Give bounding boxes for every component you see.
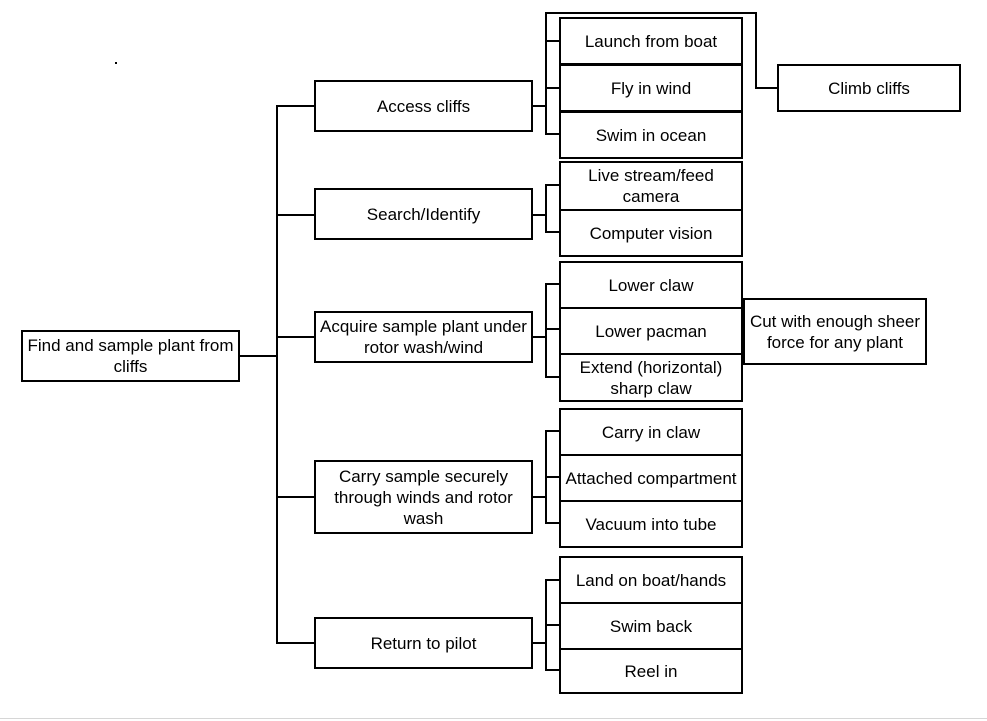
option-label: Cut with enough sheer force for any plan… — [749, 311, 921, 352]
option-computer-vision: Computer vision — [559, 209, 743, 257]
option-label: Live stream/feed camera — [588, 166, 714, 206]
option-label: Computer vision — [589, 223, 713, 243]
function-label: Carry sample securely through winds and … — [334, 466, 513, 528]
option-extend-sharp-claw: Extend (horizontal) sharp claw — [559, 353, 743, 402]
option-label: Vacuum into tube — [585, 514, 717, 534]
option-label: Launch from boat — [584, 31, 718, 51]
option-launch-from-boat: Launch from boat — [559, 17, 743, 65]
function-acquire-sample: Acquire sample plant under rotor wash/wi… — [314, 311, 533, 363]
option-reel-in: Reel in — [559, 648, 743, 694]
function-label: Acquire sample plant under rotor wash/wi… — [320, 317, 527, 357]
option-swim-in-ocean: Swim in ocean — [559, 111, 743, 159]
function-return-to-pilot: Return to pilot — [314, 617, 533, 669]
option-label: Fly in wind — [610, 78, 692, 98]
option-cut-with-sheer-force: Cut with enough sheer force for any plan… — [743, 298, 927, 365]
option-lower-pacman: Lower pacman — [559, 307, 743, 355]
option-climb-cliffs: Climb cliffs — [777, 64, 961, 112]
option-live-stream-camera: Live stream/feed camera — [559, 161, 743, 211]
option-label: Land on boat/hands — [575, 570, 727, 590]
option-label: Lower claw — [608, 275, 694, 295]
option-carry-in-claw: Carry in claw — [559, 408, 743, 456]
function-search-identify: Search/Identify — [314, 188, 533, 240]
option-label: Carry in claw — [601, 422, 701, 442]
option-vacuum-into-tube: Vacuum into tube — [559, 500, 743, 548]
option-lower-claw: Lower claw — [559, 261, 743, 309]
option-label: Lower pacman — [595, 321, 707, 341]
option-label: Swim back — [609, 616, 693, 636]
option-land-on-boat-hands: Land on boat/hands — [559, 556, 743, 604]
root-box: Find and sample plant from cliffs — [21, 330, 240, 382]
option-label: Extend (horizontal) sharp claw — [579, 357, 723, 398]
stray-dot — [115, 62, 117, 64]
function-label: Search/Identify — [366, 204, 481, 224]
option-attached-compartment: Attached compartment — [559, 454, 743, 502]
option-label: Attached compartment — [565, 468, 737, 488]
function-access-cliffs: Access cliffs — [314, 80, 533, 132]
option-swim-back: Swim back — [559, 602, 743, 650]
option-fly-in-wind: Fly in wind — [559, 64, 743, 112]
function-label: Return to pilot — [370, 633, 477, 653]
option-label: Swim in ocean — [595, 125, 707, 145]
option-label: Reel in — [624, 661, 678, 681]
option-label: Climb cliffs — [828, 78, 910, 98]
function-label: Access cliffs — [376, 96, 471, 116]
page-bottom-rule — [0, 718, 987, 719]
function-carry-sample: Carry sample securely through winds and … — [314, 460, 533, 534]
root-label: Find and sample plant from cliffs — [27, 336, 234, 376]
